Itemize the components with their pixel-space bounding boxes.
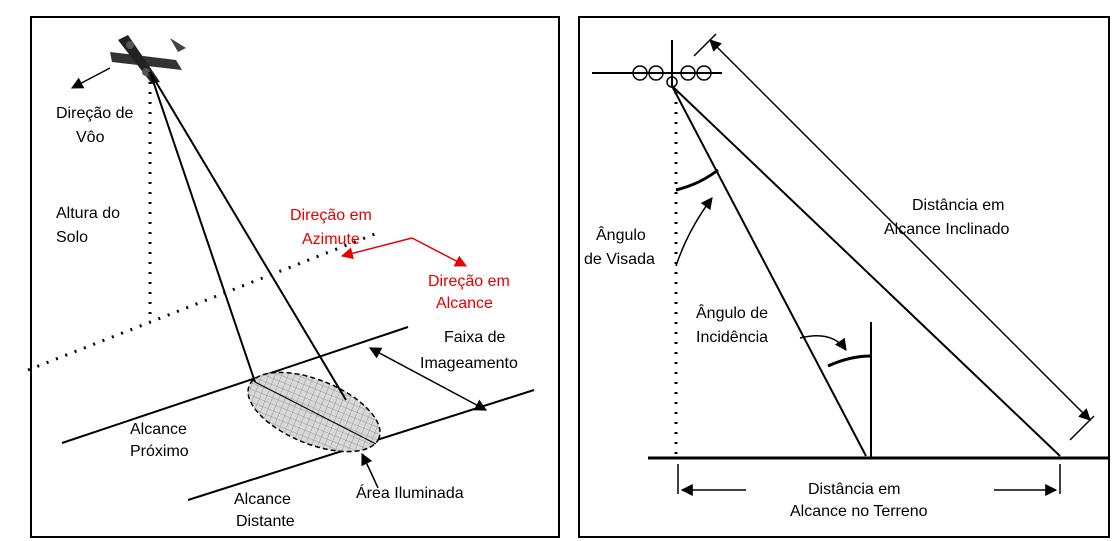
near-range-label-2: Próximo: [130, 443, 189, 460]
look-angle-label-1: Ângulo: [596, 225, 646, 244]
ground-height-label-1: Altura do: [56, 205, 120, 222]
swath-width-arrow: [368, 347, 488, 411]
slant-tick-top: [693, 33, 717, 57]
flight-direction-label-2: Vôo: [76, 129, 105, 146]
incidence-angle-pointer: [799, 335, 847, 351]
range-arrow-red: [411, 237, 468, 267]
aircraft-front-icon: [592, 40, 722, 88]
azimuth-arrow-red: [340, 237, 413, 260]
swath-label-1: Faixa de: [444, 329, 505, 346]
right-diagram: Ângulo de Visada Ângulo de Incidência Di…: [584, 33, 1108, 520]
illuminated-area-label: Área Iluminada: [356, 483, 464, 502]
flight-direction-arrow: [70, 67, 111, 89]
near-range-label-1: Alcance: [130, 421, 187, 438]
range-direction-label-1: Direção em: [428, 273, 510, 290]
direction-arrows-red: [340, 237, 468, 267]
left-diagram: Direção de Vôo Altura do Solo Direção em…: [27, 35, 535, 530]
range-direction-label-2: Alcance: [436, 295, 493, 312]
look-angle-pointer: [675, 197, 713, 267]
slant-range-label-2: Alcance Inclinado: [884, 221, 1010, 238]
beam-far-line: [149, 71, 347, 401]
illuminated-area-pointer: [361, 452, 379, 489]
left-panel-geometry: [30, 16, 560, 538]
azimuth-dotted-line: [27, 230, 381, 372]
incidence-angle-label-2: Incidência: [696, 329, 768, 346]
ellipse-axis: [254, 381, 377, 445]
near-range-line: [61, 326, 409, 444]
far-range-label-2: Distante: [236, 513, 295, 530]
near-ray: [671, 85, 867, 457]
airplane-icon: [110, 35, 186, 84]
slant-range-label-1: Distância em: [912, 197, 1004, 214]
slant-range-arrow: [709, 39, 1091, 421]
look-angle-label-2: de Visada: [584, 251, 655, 268]
far-range-label-1: Alcance: [234, 491, 291, 508]
slant-tick-bottom: [1069, 415, 1095, 441]
azimuth-direction-label-2: Azimute: [302, 231, 360, 248]
beam-near-line: [149, 71, 256, 383]
ground-range-label-1: Distância em: [808, 481, 900, 498]
look-angle-arc: [675, 168, 719, 192]
far-ray: [671, 85, 1061, 457]
swath-label-2: Imageamento: [420, 355, 518, 372]
incidence-angle-arc: [827, 354, 872, 368]
ground-range-label-2: Alcance no Terreno: [790, 503, 928, 520]
flight-direction-label-1: Direção de: [56, 105, 133, 122]
azimuth-direction-label-1: Direção em: [290, 207, 372, 224]
ground-height-label-2: Solo: [56, 229, 88, 246]
incidence-angle-label-1: Ângulo de: [696, 303, 768, 322]
